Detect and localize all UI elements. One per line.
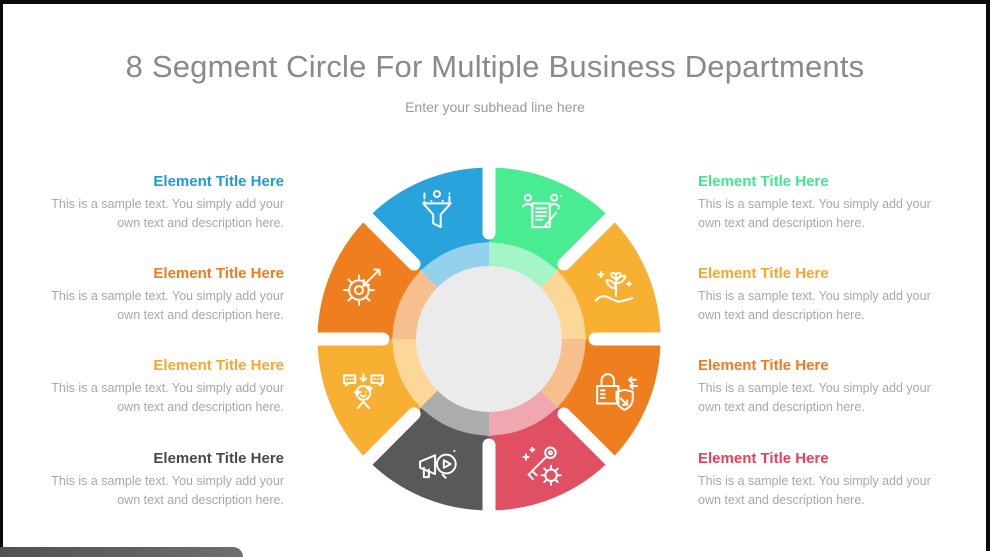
slide-subtitle: Enter your subhead line here <box>405 99 585 115</box>
segment-separator <box>557 407 635 485</box>
element-block: Element Title Here This is a sample text… <box>698 356 950 417</box>
target-gear-icon <box>343 268 381 306</box>
element-title: Element Title Here <box>153 357 284 374</box>
left-column: Element Title Here This is a sample text… <box>32 0 284 557</box>
right-column: Element Title Here This is a sample text… <box>698 0 950 557</box>
ring-tint-segment <box>489 389 562 442</box>
ring-tint-segment <box>386 266 439 339</box>
element-title: Element Title Here <box>153 265 284 282</box>
segment-wheel <box>286 136 692 542</box>
communication-face-icon <box>342 373 384 409</box>
element-description: This is a sample text. You simply add yo… <box>51 197 284 230</box>
element-description: This is a sample text. You simply add yo… <box>698 474 931 507</box>
slide-right-edge <box>986 0 990 551</box>
element-description: This is a sample text. You simply add yo… <box>51 289 284 322</box>
slide-top-edge <box>0 0 990 4</box>
element-block: Element Title Here This is a sample text… <box>698 172 950 233</box>
segment-separator <box>343 193 421 271</box>
element-block: Element Title Here This is a sample text… <box>32 356 284 417</box>
petal-segment-top-left <box>369 167 492 271</box>
ring-tint-segment <box>539 339 592 412</box>
element-block: Element Title Here This is a sample text… <box>32 449 284 510</box>
element-description: This is a sample text. You simply add yo… <box>51 381 284 414</box>
element-description: This is a sample text. You simply add yo… <box>51 474 284 507</box>
element-block: Element Title Here This is a sample text… <box>698 264 950 325</box>
recruitment-document-icon <box>521 193 563 229</box>
element-title: Element Title Here <box>153 173 284 190</box>
element-title: Element Title Here <box>698 450 829 467</box>
element-block: Element Title Here This is a sample text… <box>698 449 950 510</box>
element-description: This is a sample text. You simply add yo… <box>698 289 931 322</box>
footer-decor-bar <box>0 547 243 557</box>
element-block: Element Title Here This is a sample text… <box>32 264 284 325</box>
ring-tint-segment <box>539 266 592 339</box>
slide-title: 8 Segment Circle For Multiple Business D… <box>125 49 865 84</box>
element-title: Element Title Here <box>153 450 284 467</box>
wheel-center-circle <box>416 266 562 412</box>
segment-separator <box>557 193 635 271</box>
element-title: Element Title Here <box>698 357 829 374</box>
element-description: This is a sample text. You simply add yo… <box>698 381 931 414</box>
ring-tint-segment <box>386 339 439 412</box>
key-gear-icon <box>522 446 562 486</box>
element-title: Element Title Here <box>698 265 829 282</box>
petal-segment-right-lower <box>557 336 661 459</box>
element-description: This is a sample text. You simply add yo… <box>698 197 931 230</box>
funnel-filter-icon <box>422 189 452 229</box>
petal-segment-top-right <box>486 167 609 271</box>
growth-hand-icon <box>594 270 634 303</box>
ring-tint-segment <box>416 389 489 442</box>
petal-segment-bottom-left <box>369 407 492 511</box>
ring-tint-segment <box>489 236 562 289</box>
security-lock-icon <box>596 373 639 411</box>
segment-separator <box>343 407 421 485</box>
element-block: Element Title Here This is a sample text… <box>32 172 284 233</box>
element-title: Element Title Here <box>698 173 829 190</box>
media-megaphone-icon <box>419 449 457 479</box>
segment-wheel-svg <box>286 136 692 542</box>
petal-segment-bottom-right <box>486 407 609 511</box>
ring-tint-segment <box>416 236 489 289</box>
slide-left-edge <box>0 0 3 548</box>
